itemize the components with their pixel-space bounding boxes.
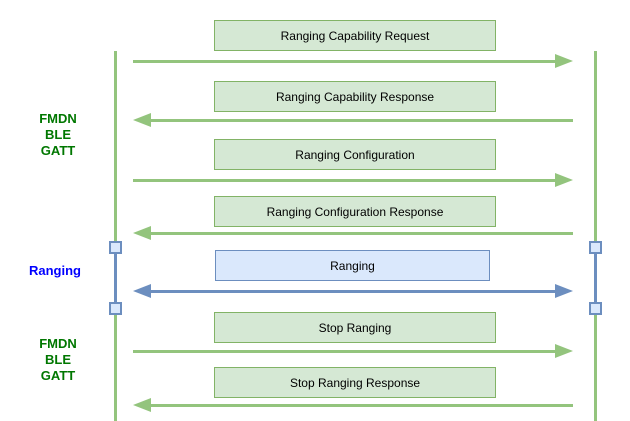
arrow-ranging-bidirectional bbox=[133, 284, 573, 298]
lifeline-right-green bbox=[594, 51, 597, 421]
arrow-ranging-configuration bbox=[133, 173, 573, 187]
section-label-ranging: Ranging bbox=[29, 263, 81, 278]
arrow-line bbox=[147, 231, 573, 235]
ranging-start-endpoint-left bbox=[109, 241, 122, 254]
message-box-ranging: Ranging bbox=[215, 250, 490, 281]
arrowhead-left-icon bbox=[133, 113, 151, 127]
arrowhead-left-icon bbox=[133, 284, 151, 298]
arrowhead-left-icon bbox=[133, 398, 151, 412]
section-label-fmdn-ble-gatt-bottom: FMDN BLE GATT bbox=[39, 336, 77, 383]
arrow-ranging-capability-request bbox=[133, 54, 573, 68]
arrowhead-left-icon bbox=[133, 226, 151, 240]
arrow-stop-ranging bbox=[133, 344, 573, 358]
lifeline-left-blue-segment bbox=[114, 247, 117, 309]
arrow-stop-ranging-response bbox=[133, 398, 573, 412]
arrow-line bbox=[133, 178, 559, 182]
ranging-start-endpoint-right bbox=[589, 241, 602, 254]
lifeline-right-blue-segment bbox=[594, 247, 597, 309]
arrowhead-right-icon bbox=[555, 284, 573, 298]
message-box-stop-ranging: Stop Ranging bbox=[214, 312, 496, 343]
arrow-line bbox=[147, 403, 573, 407]
arrow-ranging-capability-response bbox=[133, 113, 573, 127]
arrowhead-right-icon bbox=[555, 54, 573, 68]
ranging-end-endpoint-left bbox=[109, 302, 122, 315]
arrow-line bbox=[133, 59, 559, 63]
message-box-ranging-capability-request: Ranging Capability Request bbox=[214, 20, 496, 51]
arrowhead-right-icon bbox=[555, 344, 573, 358]
ranging-end-endpoint-right bbox=[589, 302, 602, 315]
arrow-line bbox=[133, 349, 559, 353]
arrowhead-right-icon bbox=[555, 173, 573, 187]
message-box-ranging-capability-response: Ranging Capability Response bbox=[214, 81, 496, 112]
section-label-fmdn-ble-gatt-top: FMDN BLE GATT bbox=[39, 111, 77, 158]
arrow-line bbox=[147, 289, 559, 293]
arrow-line bbox=[147, 118, 573, 122]
lifeline-left-green bbox=[114, 51, 117, 421]
message-box-stop-ranging-response: Stop Ranging Response bbox=[214, 367, 496, 398]
arrow-ranging-configuration-response bbox=[133, 226, 573, 240]
message-box-ranging-configuration: Ranging Configuration bbox=[214, 139, 496, 170]
message-box-ranging-configuration-response: Ranging Configuration Response bbox=[214, 196, 496, 227]
